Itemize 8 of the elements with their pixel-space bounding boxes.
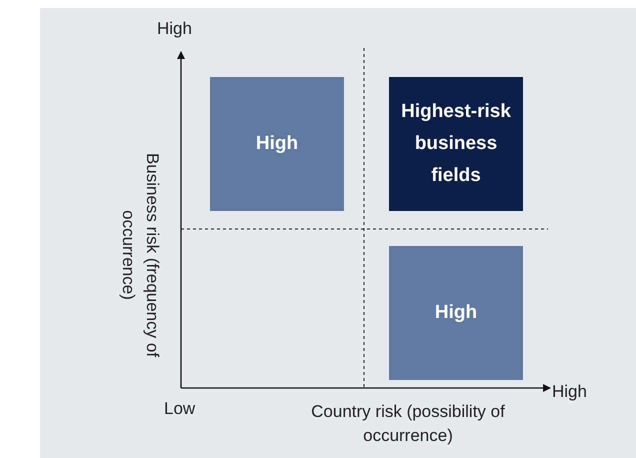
risk-quadrant-box: High bbox=[210, 77, 344, 211]
axis-end-label: High bbox=[552, 381, 587, 403]
risk-quadrant-box: Highest-risk business fields bbox=[389, 77, 523, 211]
risk-quadrant-box: High bbox=[389, 246, 523, 380]
axis-end-label: Low bbox=[164, 398, 196, 420]
axis-title: Business risk (frequency of occurrence) bbox=[118, 152, 163, 360]
axis-end-label: High bbox=[157, 18, 192, 40]
axis-title: Country risk (possibility of occurrence) bbox=[310, 401, 506, 447]
